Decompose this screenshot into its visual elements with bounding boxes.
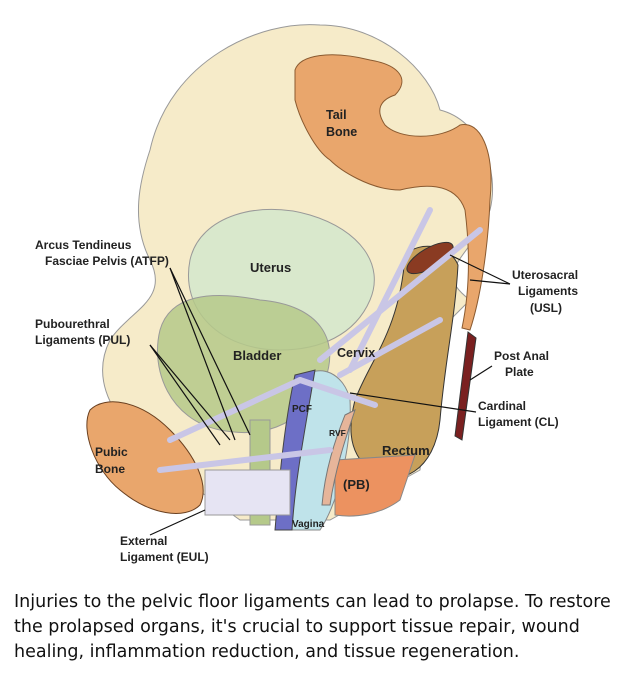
rectum-label: Rectum bbox=[382, 443, 430, 458]
atfp-label: Arcus Tendineus Fasciae Pelvis (ATFP) bbox=[35, 238, 169, 268]
post-anal-plate-label: Post Anal Plate bbox=[494, 349, 549, 379]
svg-text:Post Anal: Post Anal bbox=[494, 349, 549, 363]
pelvic-diagram: Tail Bone Uterus Bladder Cervix PCF RVF … bbox=[35, 24, 578, 564]
rectum bbox=[350, 245, 459, 479]
rectovaginal-fascia bbox=[321, 409, 356, 506]
svg-text:(USL): (USL) bbox=[530, 301, 562, 315]
vagina-label: Vagina bbox=[292, 519, 325, 530]
svg-text:Arcus Tendineus: Arcus Tendineus bbox=[35, 238, 132, 252]
ligaments bbox=[157, 207, 483, 473]
svg-text:External: External bbox=[120, 534, 167, 548]
svg-text:Ligament (EUL): Ligament (EUL) bbox=[120, 550, 209, 564]
svg-text:Uterosacral: Uterosacral bbox=[512, 268, 578, 282]
svg-text:Bone: Bone bbox=[326, 125, 357, 139]
rvf-label: RVF bbox=[329, 428, 346, 438]
pb-label: (PB) bbox=[343, 477, 370, 492]
svg-text:Ligaments: Ligaments bbox=[518, 284, 578, 298]
leader-lines bbox=[149, 254, 511, 536]
svg-text:Ligament (CL): Ligament (CL) bbox=[478, 415, 559, 429]
caption: Injuries to the pelvic floor ligaments c… bbox=[14, 592, 611, 662]
pul-label: Pubourethral Ligaments (PUL) bbox=[35, 317, 130, 347]
uterus-label: Uterus bbox=[250, 260, 291, 275]
cardinal-label: Cardinal Ligament (CL) bbox=[478, 399, 559, 429]
usl-label: Uterosacral Ligaments (USL) bbox=[512, 268, 578, 315]
tail-bone-label: Tail Bone bbox=[326, 108, 357, 139]
svg-text:Tail: Tail bbox=[326, 108, 347, 122]
bladder-label: Bladder bbox=[233, 348, 281, 363]
cervix-label: Cervix bbox=[337, 346, 375, 360]
svg-text:Ligaments (PUL): Ligaments (PUL) bbox=[35, 333, 130, 347]
pubic-bone-label: Pubic Bone bbox=[95, 445, 128, 476]
svg-text:Cardinal: Cardinal bbox=[478, 399, 526, 413]
eul-label: External Ligament (EUL) bbox=[120, 534, 209, 564]
svg-text:Plate: Plate bbox=[505, 365, 534, 379]
perineal-body bbox=[334, 454, 416, 517]
svg-text:Pubic: Pubic bbox=[95, 445, 128, 459]
svg-text:Fasciae Pelvis (ATFP): Fasciae Pelvis (ATFP) bbox=[45, 254, 169, 268]
tail-bone bbox=[294, 54, 492, 331]
pcf-label: PCF bbox=[292, 404, 312, 415]
external-urethral-ligament bbox=[204, 469, 291, 516]
svg-text:Pubourethral: Pubourethral bbox=[35, 317, 110, 331]
post-anal-plate bbox=[454, 331, 477, 441]
pubic-bone bbox=[86, 401, 204, 514]
svg-text:Bone: Bone bbox=[95, 462, 125, 476]
